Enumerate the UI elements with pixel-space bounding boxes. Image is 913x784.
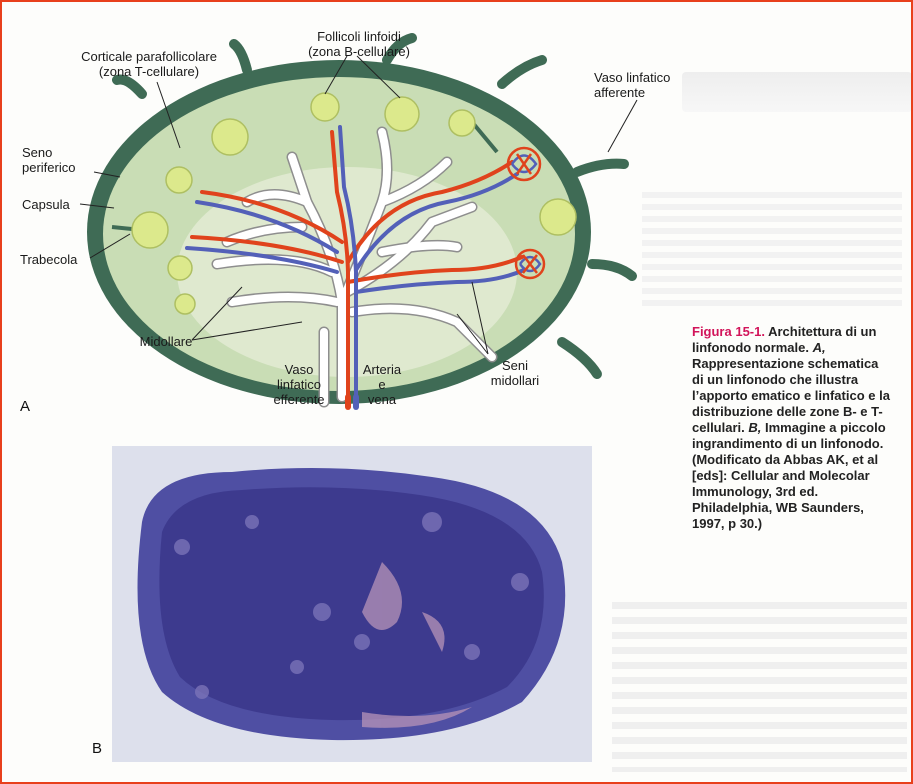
label-seno-periferico: Seno periferico xyxy=(22,145,102,175)
caption-figure-label: Figura 15-1. xyxy=(692,324,765,339)
micrograph-b xyxy=(112,446,592,762)
panel-label-a: A xyxy=(20,398,30,415)
label-follicoli-linfoidi: Follicoli linfoidi (zona B-cellulare) xyxy=(294,29,424,59)
label-corticale-parafollicolare: Corticale parafollicolare (zona T-cellul… xyxy=(64,49,234,79)
label-capsula: Capsula xyxy=(22,197,102,212)
caption-a-letter: A, xyxy=(813,340,826,355)
caption-b-letter: B, xyxy=(748,420,761,435)
label-vaso-linfatico-efferente: Vaso linfatico efferente xyxy=(264,362,334,407)
figure-caption: Figura 15-1. Architettura di un linfonod… xyxy=(692,324,892,532)
panel-label-b: B xyxy=(92,740,102,757)
label-trabecola: Trabecola xyxy=(20,252,100,267)
label-midollare: Midollare xyxy=(126,334,206,349)
label-seni-midollari: Seni midollari xyxy=(480,358,550,388)
label-vaso-linfatico-afferente: Vaso linfatico afferente xyxy=(594,70,704,100)
caption-b-text: Immagine a piccolo ingrandimento di un l… xyxy=(692,420,886,531)
label-arteria-e-vena: Arteria e vena xyxy=(352,362,412,407)
